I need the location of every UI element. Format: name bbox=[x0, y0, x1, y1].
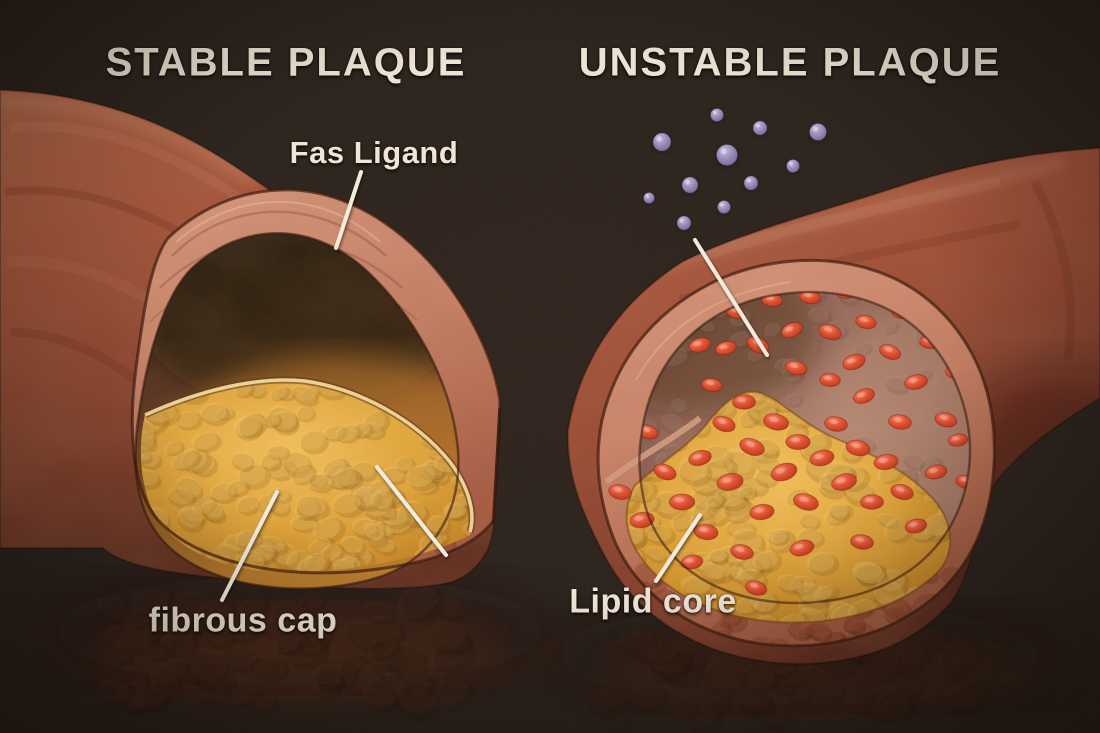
fas-ligand-label: Fas Ligand bbox=[289, 135, 459, 170]
unstable-plaque-title: UNSTABLE PLAQUE bbox=[578, 40, 1002, 85]
fibrous-cap-label: fibrous cap bbox=[148, 601, 338, 640]
lipid-core-label: Lipid core bbox=[569, 582, 737, 621]
stable-plaque-title: STABLE PLAQUE bbox=[105, 40, 467, 85]
